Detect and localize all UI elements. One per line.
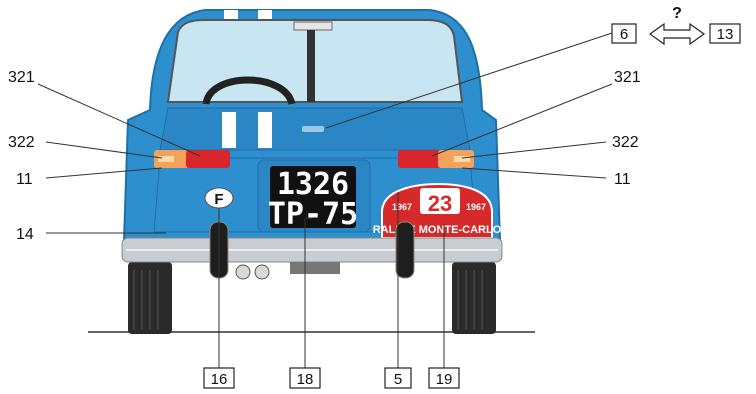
country-badge: F	[214, 191, 223, 208]
plate-line-2: TP-75	[268, 197, 358, 232]
right-overrider	[396, 222, 414, 278]
right-taillight	[398, 150, 474, 168]
rally-year-right: 1967	[466, 202, 486, 212]
callout-box-13-label: 13	[717, 26, 734, 43]
callout-box-16-label: 16	[211, 371, 228, 388]
callout-box-5-label: 5	[394, 371, 402, 388]
callout-right-321: 321	[614, 69, 641, 86]
rear-badge	[302, 126, 324, 132]
callout-box-19-label: 19	[436, 371, 453, 388]
deck-stripe-2	[258, 112, 272, 148]
callout-left-14: 14	[16, 226, 34, 243]
callout-box-18-label: 18	[297, 371, 314, 388]
exhaust-left	[236, 265, 250, 279]
callout-right-322: 322	[612, 134, 639, 151]
callout-left-321: 321	[8, 69, 35, 86]
exhaust-right	[255, 265, 269, 279]
rally-year-left: 1967	[392, 202, 412, 212]
rally-name: RALLYE MONTE-CARLO	[373, 224, 502, 236]
deck-stripe-1	[222, 112, 236, 148]
callout-right-11: 11	[614, 171, 631, 188]
rally-number: 23	[428, 191, 452, 216]
question-mark: ?	[672, 5, 682, 22]
mirror-stem	[307, 30, 315, 102]
mirror-bar	[294, 22, 332, 30]
callout-left-11: 11	[16, 171, 33, 188]
double-arrow-icon	[650, 24, 704, 44]
underbody	[290, 262, 340, 274]
callout-left-322: 322	[8, 134, 35, 151]
callout-box-6-label: 6	[620, 26, 628, 43]
